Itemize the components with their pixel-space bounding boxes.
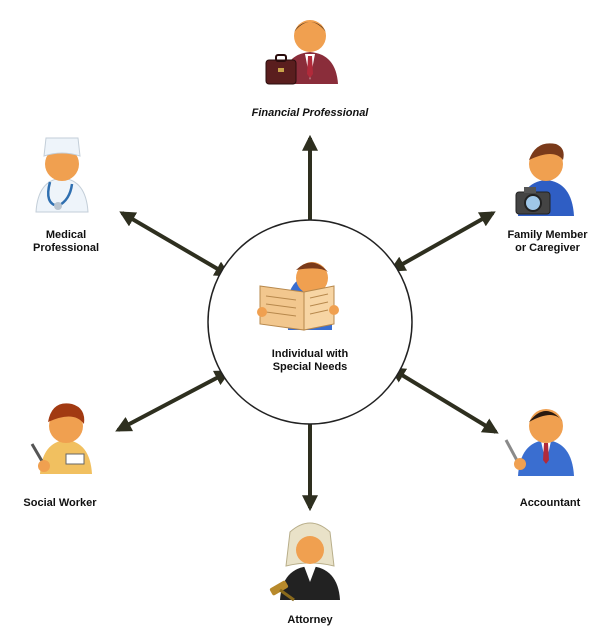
label-family-member-caregiver: Family Member or Caregiver — [507, 229, 588, 254]
person-writing-icon — [30, 403, 92, 474]
nurse-stethoscope-icon — [35, 137, 89, 213]
label-social-worker: Social Worker — [23, 497, 97, 509]
arrow-accountant — [389, 367, 499, 434]
accountant-pen-icon — [504, 409, 574, 476]
businessman-briefcase-icon — [265, 20, 338, 85]
label-medical-professional: Medical Professional — [32, 229, 100, 254]
judge-gavel-icon — [269, 522, 340, 602]
label-accountant: Accountant — [519, 497, 581, 509]
arrow-social — [115, 370, 231, 432]
label-center-individual: Individual with Special Needs — [271, 348, 349, 373]
label-financial-professional: Financial Professional — [251, 107, 369, 119]
label-attorney: Attorney — [287, 614, 333, 626]
arrow-family — [389, 211, 496, 272]
newspaper-reader-icon — [257, 262, 339, 331]
arrow-medical — [119, 211, 231, 277]
person-camera-icon — [515, 143, 574, 216]
